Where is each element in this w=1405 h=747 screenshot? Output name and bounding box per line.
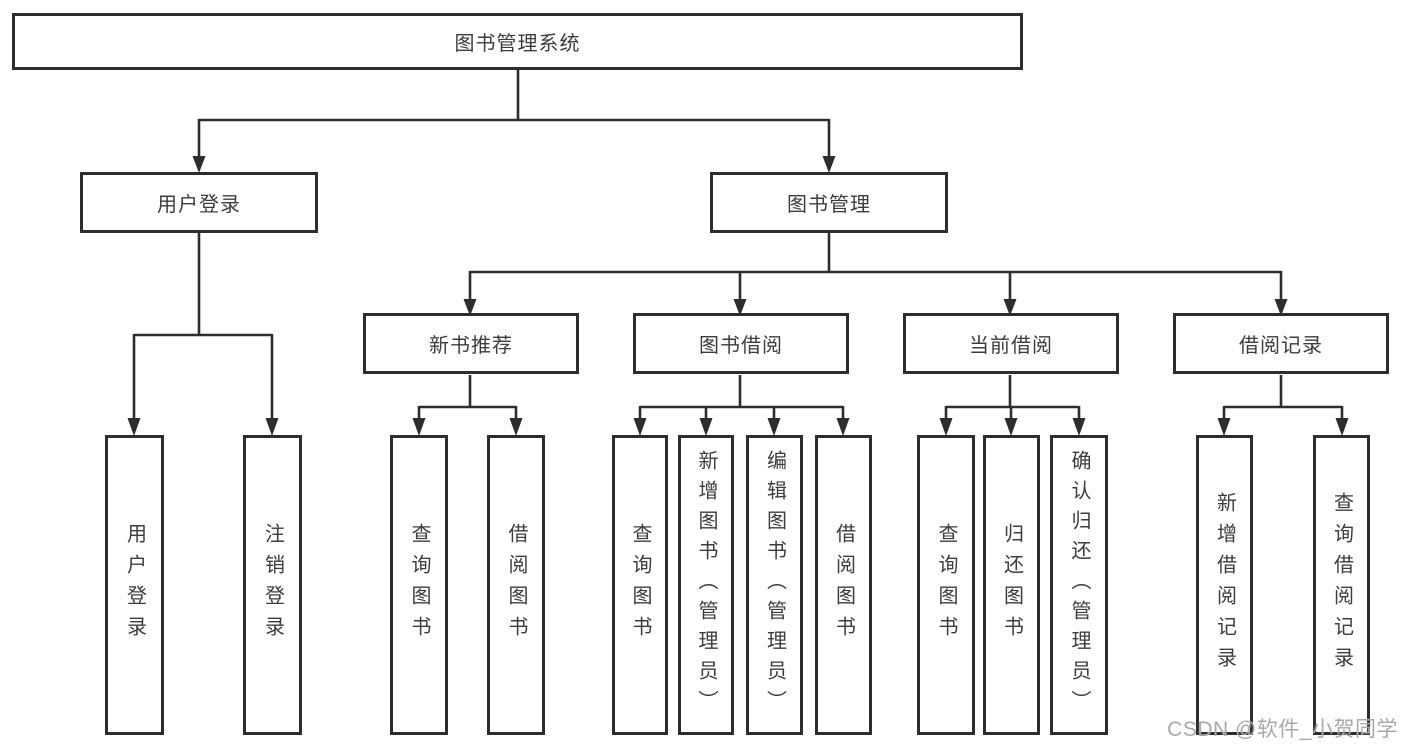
node-label: 图书借阅 xyxy=(699,335,783,357)
node-leaf-query-books-current: 查询图书 xyxy=(917,435,975,735)
csdn-watermark: CSDN @软件_小贺同学 xyxy=(1167,718,1398,741)
node-leaf-query-borrow-record: 查询借阅记录 xyxy=(1313,435,1370,735)
node-root-library-management-system: 图书管理系统 xyxy=(12,13,1023,70)
node-label: 新增借阅记录 xyxy=(1213,492,1236,678)
node-label: 查询图书 xyxy=(935,523,957,647)
node-leaf-confirm-return-admin: 确认归还（管理员） xyxy=(1050,435,1108,735)
node-label: 当前借阅 xyxy=(969,335,1053,357)
node-borrow-records: 借阅记录 xyxy=(1173,313,1389,374)
node-label: 新增图书（管理员） xyxy=(695,450,717,720)
node-leaf-add-borrow-record: 新增借阅记录 xyxy=(1196,435,1253,735)
node-label: 归还图书 xyxy=(1000,523,1023,647)
node-label: 用户登录 xyxy=(157,194,241,216)
node-leaf-borrow-books: 借阅图书 xyxy=(815,435,872,735)
node-label: 查询图书 xyxy=(408,523,430,647)
node-book-borrow: 图书借阅 xyxy=(633,313,849,374)
node-current-borrow: 当前借阅 xyxy=(903,313,1119,374)
node-leaf-borrow-books-recommend: 借阅图书 xyxy=(487,435,545,735)
node-label: 查询图书 xyxy=(629,523,651,647)
node-leaf-user-login: 用户登录 xyxy=(105,435,164,735)
node-user-login-module: 用户登录 xyxy=(80,172,318,233)
node-new-book-recommend: 新书推荐 xyxy=(363,313,579,374)
node-label: 编辑图书（管理员） xyxy=(763,450,786,720)
node-leaf-query-books-recommend: 查询图书 xyxy=(390,435,448,735)
node-label: 图书管理 xyxy=(787,194,871,216)
node-label: 查询借阅记录 xyxy=(1330,492,1353,678)
node-label: 图书管理系统 xyxy=(454,33,581,55)
node-label: 借阅记录 xyxy=(1239,335,1323,357)
node-leaf-add-books-admin: 新增图书（管理员） xyxy=(678,435,734,735)
node-label: 确认归还（管理员） xyxy=(1068,450,1090,720)
node-label: 新书推荐 xyxy=(429,335,513,357)
node-leaf-return-books: 归还图书 xyxy=(983,435,1040,735)
node-leaf-logout: 注销登录 xyxy=(243,435,302,735)
node-label: 注销登录 xyxy=(261,523,284,647)
node-label: 借阅图书 xyxy=(832,523,855,647)
node-label: 借阅图书 xyxy=(505,523,527,647)
node-leaf-query-books-borrow: 查询图书 xyxy=(612,435,668,735)
node-label: 用户登录 xyxy=(123,523,146,647)
node-leaf-edit-books-admin: 编辑图书（管理员） xyxy=(746,435,803,735)
node-book-management-module: 图书管理 xyxy=(710,172,948,233)
